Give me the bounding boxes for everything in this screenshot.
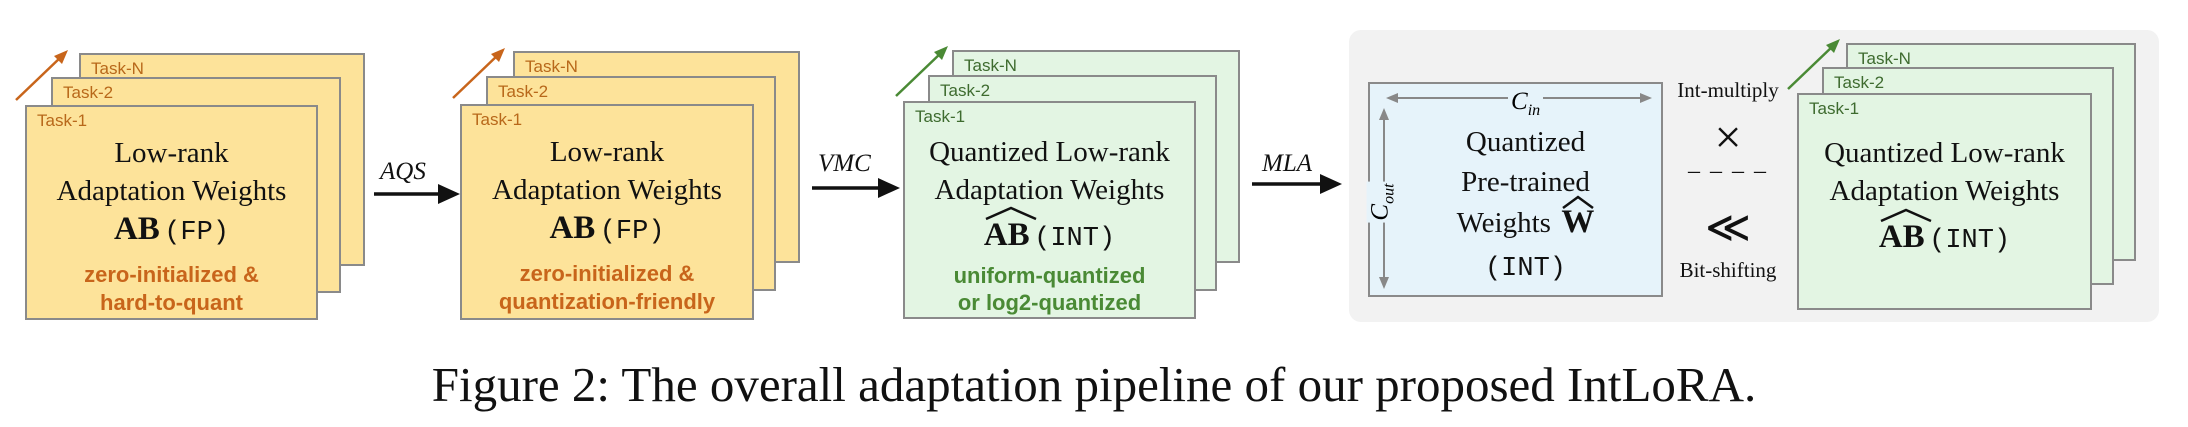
- int-multiply-label: Int-multiply: [1677, 78, 1779, 102]
- task-arrow-icon: [452, 48, 505, 99]
- task-1-tag: Task-1: [915, 107, 966, 126]
- card-line-1: Low-rank: [114, 137, 229, 169]
- task-2-tag: Task-2: [1834, 73, 1885, 92]
- vmc-label: VMC: [818, 150, 871, 177]
- task-1-card: Task-1 Low-rank Adaptation Weights AB (F…: [25, 105, 318, 320]
- task-1-card: Task-1 Quantized Low-rank Adaptation Wei…: [1797, 93, 2092, 310]
- shift-icon: ≪: [1704, 203, 1752, 252]
- figure-caption: Figure 2: The overall adaptation pipelin…: [431, 357, 1757, 412]
- note-line-1: uniform-quantized: [953, 263, 1146, 288]
- ab-symbol: AB: [983, 217, 1030, 253]
- format-label: (INT): [1484, 254, 1566, 284]
- wide-hat-icon: [985, 206, 1037, 221]
- format-label: (INT): [1034, 224, 1116, 254]
- task-n-tag: Task-N: [91, 59, 144, 78]
- task-2-tag: Task-2: [940, 81, 991, 100]
- w-symbol: W: [1561, 204, 1595, 240]
- task-n-tag: Task-N: [964, 56, 1017, 75]
- symbol-line: AB (INT): [1799, 208, 2090, 256]
- ab-symbol: AB: [549, 210, 596, 246]
- task-arrow-icon: [895, 46, 948, 97]
- pretrained-weights-card: Cin Cout Quantized Pre-trained Weights W…: [1366, 82, 1663, 297]
- format-label: (INT): [1929, 226, 2011, 256]
- arrow-right-icon: [1252, 174, 1342, 194]
- note-line-2: hard-to-quant: [100, 290, 243, 315]
- task-1-card: Task-1 Quantized Low-rank Adaptation Wei…: [903, 101, 1196, 319]
- format-label: (FP): [599, 217, 665, 247]
- ab-symbol: AB: [1878, 219, 1925, 255]
- bit-shifting-label: Bit-shifting: [1679, 258, 1777, 282]
- note-line-2: quantization-friendly: [498, 289, 716, 314]
- dash-divider: – – – –: [1688, 158, 1768, 184]
- times-icon: ×: [1714, 111, 1742, 164]
- task-1-tag: Task-1: [37, 111, 88, 130]
- arrow-right-icon: [374, 184, 460, 204]
- task-n-tag: Task-N: [1858, 49, 1911, 68]
- task-arrow-icon: [15, 50, 68, 101]
- wide-hat-icon: [1562, 195, 1595, 210]
- mla-label: MLA: [1262, 150, 1312, 177]
- ab-symbol: AB: [113, 211, 160, 247]
- task-1-tag: Task-1: [472, 110, 523, 129]
- arrow-right-icon: [812, 178, 900, 198]
- note-line-1: zero-initialized &: [84, 262, 259, 287]
- symbol-line: AB (FP): [27, 211, 316, 248]
- card-line-1: Quantized Low-rank: [929, 136, 1170, 168]
- aqs-label: AQS: [380, 158, 426, 185]
- card-line-2: Adaptation Weights: [1829, 175, 2060, 207]
- task-2-tag: Task-2: [498, 82, 549, 101]
- weights-line: Weights W: [1390, 195, 1661, 241]
- symbol-line: AB (INT): [905, 206, 1194, 254]
- card-line-1: Quantized Low-rank: [1824, 137, 2065, 169]
- task-1-tag: Task-1: [1809, 99, 1860, 118]
- card-line-2: Adaptation Weights: [934, 174, 1165, 206]
- task-n-tag: Task-N: [525, 57, 578, 76]
- wide-hat-icon: [1880, 208, 1932, 223]
- symbol-line: AB (FP): [462, 210, 752, 247]
- format-label: (FP): [164, 218, 230, 248]
- note-line-2: or log2-quantized: [957, 290, 1142, 315]
- cin-label: Cin: [1508, 88, 1544, 120]
- task-arrow-icon: [1787, 39, 1840, 90]
- card-line-2: Adaptation Weights: [56, 175, 287, 207]
- card-line-1: Quantized: [1465, 126, 1586, 158]
- task-1-card: Task-1 Low-rank Adaptation Weights AB (F…: [460, 104, 754, 320]
- card-line-2: Pre-trained: [1461, 166, 1590, 198]
- card-line-1: Low-rank: [549, 136, 665, 168]
- note-line-1: zero-initialized &: [519, 261, 695, 286]
- task-2-tag: Task-2: [63, 83, 114, 102]
- card-line-2: Adaptation Weights: [492, 174, 722, 206]
